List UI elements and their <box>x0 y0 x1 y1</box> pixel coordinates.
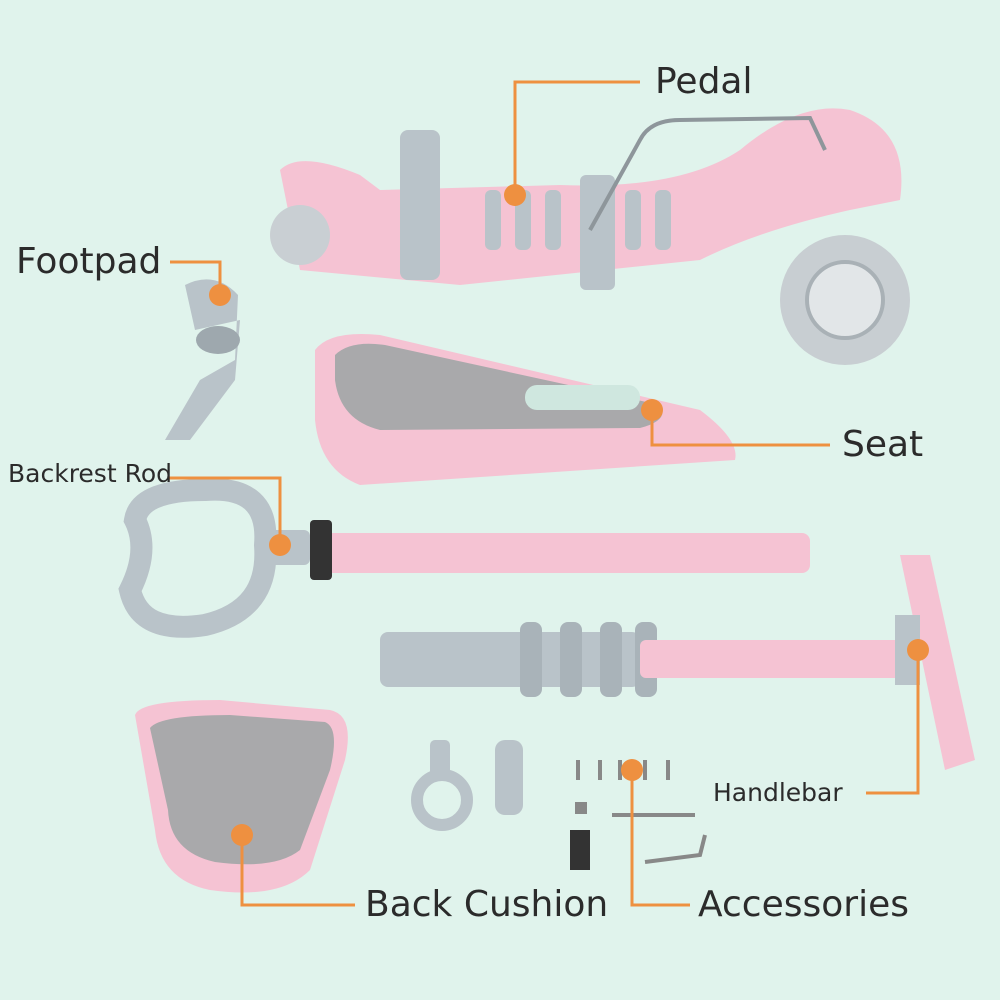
label-accessories: Accessories <box>698 884 909 925</box>
scooter-deck <box>270 108 910 365</box>
backrest-rod-part <box>118 478 810 638</box>
back-cushion-part <box>135 700 348 893</box>
footpad-part <box>165 279 240 440</box>
label-handlebar: Handlebar <box>713 778 843 807</box>
label-back-cushion: Back Cushion <box>365 884 609 925</box>
label-seat: Seat <box>842 424 924 465</box>
label-footpad: Footpad <box>16 241 162 282</box>
accessories-parts <box>570 760 707 870</box>
label-pedal: Pedal <box>655 61 753 102</box>
seat-part <box>315 334 736 485</box>
label-backrest-rod: Backrest Rod <box>8 459 172 488</box>
bracket-parts <box>411 740 523 831</box>
handlebar-part <box>380 555 975 770</box>
leader-dots <box>209 184 929 846</box>
